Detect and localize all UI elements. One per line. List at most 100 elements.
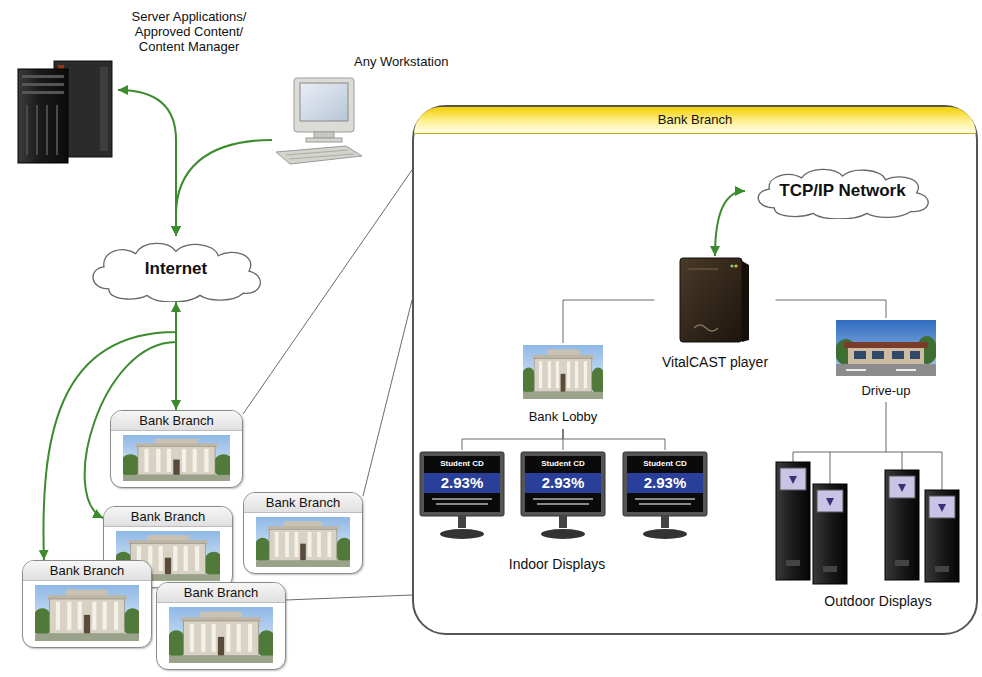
art-rect <box>567 361 570 388</box>
art-rect <box>218 637 224 656</box>
connector-line <box>563 300 655 343</box>
connector-line <box>462 429 563 450</box>
art-rect <box>537 503 589 505</box>
server-rack: Server Applications/ Approved Content/ C… <box>12 55 118 165</box>
building-art <box>523 345 603 399</box>
art-ellipse <box>541 529 585 539</box>
network-link <box>715 191 745 256</box>
art-rect <box>173 546 177 571</box>
art-path <box>286 150 354 159</box>
art-ellipse <box>590 368 603 395</box>
art-rect <box>212 624 216 652</box>
art-rect <box>848 348 924 364</box>
art-rect <box>892 351 904 359</box>
node-text: 2.93% <box>519 473 607 493</box>
art-rect <box>561 374 566 392</box>
art-rect <box>66 590 108 597</box>
group-label: Indoor Displays <box>509 556 606 572</box>
art-rect <box>193 449 197 472</box>
art-rect <box>823 566 837 572</box>
art-rect <box>523 345 603 399</box>
indoor-monitor: Student CD2.93% <box>621 450 709 542</box>
art-rect <box>84 615 90 634</box>
art-rect <box>436 503 488 505</box>
node-text: Student CD <box>519 459 607 469</box>
art-rect <box>780 468 806 490</box>
connector-line <box>286 595 412 600</box>
node-text: Bank Branch <box>157 583 285 603</box>
art-rect <box>688 268 718 270</box>
art-rect <box>836 364 936 376</box>
player-art <box>674 256 754 346</box>
art-rect <box>237 624 241 652</box>
art-rect <box>67 602 71 630</box>
art-ellipse <box>643 529 687 539</box>
kiosk <box>813 484 847 584</box>
art-rect <box>548 361 551 388</box>
art-rect <box>294 78 354 132</box>
art-path <box>942 452 943 490</box>
art-rect <box>910 351 920 359</box>
network-link <box>176 140 272 236</box>
art-ellipse <box>203 552 220 577</box>
branch-card: Bank Branch <box>243 492 363 574</box>
drive-up-photo: Drive-up <box>830 318 942 402</box>
art-rect <box>56 105 58 155</box>
art-path <box>793 452 942 453</box>
art-rect <box>182 449 186 472</box>
art-rect <box>256 517 350 567</box>
building-art <box>169 607 273 663</box>
art-rect <box>844 342 928 348</box>
art-circle <box>730 264 733 267</box>
network-cloud: Internet <box>80 236 272 302</box>
server-art <box>12 55 118 165</box>
art-rect <box>314 132 334 138</box>
art-path <box>830 452 831 484</box>
art-rect <box>36 105 38 155</box>
art-path <box>898 484 906 492</box>
art-rect <box>100 67 108 151</box>
node-text: 2.93% <box>621 473 709 493</box>
art-rect <box>114 602 118 630</box>
network-cloud: TCP/IP Network <box>745 163 940 219</box>
art-path <box>793 452 794 462</box>
node-text: 2.93% <box>418 473 506 493</box>
art-rect <box>539 361 542 388</box>
kiosk <box>925 490 959 582</box>
media-player: VitalCAST player <box>655 256 776 374</box>
art-rect <box>138 447 215 475</box>
kiosk <box>776 462 810 580</box>
art-rect <box>18 69 68 163</box>
art-rect <box>295 532 299 557</box>
branch-card: Bank Branch <box>110 410 243 488</box>
art-rect <box>854 351 866 359</box>
art-path <box>276 146 362 164</box>
node-text: Server Applications/ Approved Content/ C… <box>118 9 260 54</box>
art-rect <box>200 612 242 619</box>
art-rect <box>22 83 64 86</box>
node-text: Bank Branch <box>414 107 976 134</box>
art-path <box>742 261 749 342</box>
art-ellipse <box>256 630 273 658</box>
lobby-photo: Bank Lobby <box>507 343 619 429</box>
art-ellipse <box>213 454 230 477</box>
branch-card: Bank Branch <box>22 560 152 648</box>
art-rect <box>22 91 64 94</box>
node-text: Any Workstation <box>354 54 448 70</box>
art-rect <box>204 449 208 472</box>
art-path <box>789 476 797 484</box>
art-rect <box>256 560 350 567</box>
art-path <box>886 402 887 452</box>
art-rect <box>547 350 579 356</box>
art-rect <box>169 607 273 663</box>
art-rect <box>885 470 919 580</box>
art-rect <box>92 602 96 630</box>
art-rect <box>275 532 279 557</box>
art-rect <box>169 656 273 663</box>
art-rect <box>201 624 205 652</box>
art-rect <box>123 475 230 481</box>
building-art <box>256 517 350 567</box>
art-rect <box>167 449 171 472</box>
art-ellipse <box>122 608 139 636</box>
node-text: Bank Branch <box>244 493 362 513</box>
